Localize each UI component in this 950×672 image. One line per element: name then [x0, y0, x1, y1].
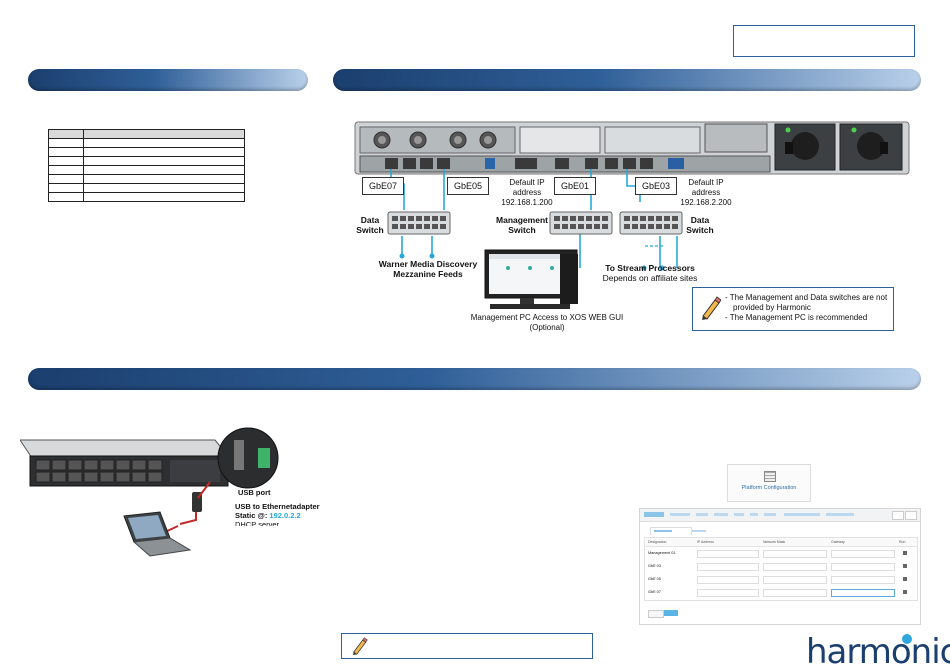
mgmt-pc-label: Management PC Access to XOS WEB GUI (Opt… — [462, 313, 632, 333]
col-mask: Network Mask — [763, 540, 786, 544]
management-switch-line1: Management — [496, 215, 548, 225]
default-ip-2: Default IP address 192.168.2.200 — [676, 178, 736, 208]
row-1-mask-field[interactable] — [763, 550, 827, 558]
usb-port-label: USB port — [238, 488, 271, 497]
default-ip-1-line1: Default IP address — [509, 178, 545, 197]
server-front-illustration — [20, 427, 279, 557]
row-1-ip-field[interactable] — [697, 550, 759, 558]
row-2-gateway-field[interactable] — [831, 563, 895, 571]
note-box: - The Management and Data switches are n… — [692, 287, 894, 331]
management-pc-icon — [484, 249, 578, 309]
data-switch-left-icon — [387, 211, 451, 235]
row-3-mask-field[interactable] — [763, 576, 827, 584]
feeds-label: Warner Media Discovery Mezzanine Feeds — [362, 259, 494, 279]
row-3-ip-field[interactable] — [697, 576, 759, 584]
row-1-name: Management 01 — [648, 551, 676, 555]
row-1-gateway-field[interactable] — [831, 550, 895, 558]
section-bar-right — [333, 69, 921, 91]
row-2-ip-field[interactable] — [697, 563, 759, 571]
ip-row-2: GbE 03 — [645, 561, 917, 572]
settings-tabs-bar — [640, 509, 920, 522]
server-icon — [764, 471, 776, 482]
pencil-icon — [702, 296, 721, 320]
settings-screenshot: Designation IP Address Network Mask Gate… — [639, 508, 921, 625]
row-4-gateway-field[interactable] — [831, 589, 895, 597]
col-ip: IP Address — [697, 540, 714, 544]
ip-table: Designation IP Address Network Mask Gate… — [644, 537, 918, 601]
col-gateway: Gateway — [831, 540, 845, 544]
data-switch-right-line1: Data — [690, 215, 710, 225]
port-label-gbe05: GbE05 — [447, 177, 490, 195]
row-4-run-button[interactable] — [903, 590, 907, 594]
management-switch-line2: Switch — [508, 225, 536, 235]
logo-play-icon — [902, 634, 912, 644]
stream-line2: Depends on affiliate sites — [602, 273, 698, 283]
feeds-line2: Mezzanine Feeds — [393, 269, 463, 279]
adapter-ip: 192.0.2.2 — [269, 511, 301, 520]
row-2-name: GbE 03 — [648, 564, 661, 568]
row-4-mask-field[interactable] — [763, 589, 827, 597]
platform-title: Platform Configuration — [741, 485, 797, 491]
note-line1: - The Management and Data switches are n… — [725, 293, 888, 302]
row-3-gateway-field[interactable] — [831, 576, 895, 584]
ip-row-1: Management 01 — [645, 548, 917, 559]
port-label-gbe03: GbE03 — [635, 177, 678, 195]
management-switch-icon — [549, 211, 613, 235]
port-label-gbe07: GbE07 — [362, 177, 405, 195]
col-designation: Designation — [648, 540, 667, 544]
mgmt-pc-line2: (Optional) — [529, 323, 565, 332]
adapter-line1: USB to Ethernetadapter — [235, 502, 320, 511]
row-1-run-button[interactable] — [903, 551, 907, 555]
row-4-ip-field[interactable] — [697, 589, 759, 597]
section-bar-bottom — [28, 368, 921, 390]
row-4-name: GbE 07 — [648, 590, 661, 594]
management-switch-label: Management Switch — [494, 215, 550, 235]
data-switch-left-label: Data Switch — [352, 215, 388, 235]
stream-line1: To Stream Processors — [605, 263, 695, 273]
default-ip-2-line1: Default IP address — [688, 178, 724, 197]
harmonic-logo: harmonic — [806, 632, 950, 672]
section-bar-left — [28, 69, 308, 91]
row-2-mask-field[interactable] — [763, 563, 827, 571]
port-label-gbe01: GbE01 — [554, 177, 597, 195]
ip-table-header: Designation IP Address Network Mask Gate… — [645, 538, 917, 547]
adapter-line2: Static @: 192.0.2.2 — [235, 511, 320, 520]
cancel-button[interactable] — [648, 610, 664, 618]
usb-adapter-label: USB to Ethernetadapter Static @: 192.0.2… — [235, 502, 320, 526]
server-rear-panel — [354, 121, 910, 175]
feeds-line1: Warner Media Discovery — [378, 259, 478, 269]
col-run: Run — [899, 540, 906, 544]
connection-diagram — [354, 121, 910, 309]
stream-label: To Stream Processors Depends on affiliat… — [598, 263, 702, 283]
ip-row-4: GbE 07 — [645, 587, 917, 598]
data-switch-left-line1: Data — [360, 215, 380, 225]
default-ip-1: Default IP address 192.168.1.200 — [497, 178, 557, 208]
note-line3: - The Management PC is recommended — [725, 313, 868, 322]
adapter-line2-prefix: Static @: — [235, 511, 270, 520]
mgmt-pc-line1: Management PC Access to XOS WEB GUI — [470, 313, 624, 322]
bottom-note-box — [341, 633, 593, 659]
platform-config-card: Platform Configuration — [727, 464, 811, 502]
ip-row-3: GbE 05 — [645, 574, 917, 585]
save-button[interactable] — [664, 610, 678, 616]
default-ip-2-line2: 192.168.2.200 — [680, 198, 732, 207]
row-2-run-button[interactable] — [903, 564, 907, 568]
logo-text: harmonic — [806, 632, 950, 672]
data-switch-right-label: Data Switch — [683, 215, 717, 235]
data-switch-right-line2: Switch — [686, 225, 714, 235]
subtabs — [650, 527, 692, 535]
data-switch-right-icon — [619, 211, 683, 235]
pencil-icon — [353, 637, 368, 655]
port-table — [48, 129, 245, 202]
row-3-name: GbE 05 — [648, 577, 661, 581]
note-line2: provided by Harmonic — [733, 303, 811, 312]
row-3-run-button[interactable] — [903, 577, 907, 581]
default-ip-1-line2: 192.168.1.200 — [501, 198, 553, 207]
title-box — [733, 25, 915, 57]
data-switch-left-line2: Switch — [356, 225, 384, 235]
adapter-line3: DHCP server — [235, 520, 280, 526]
